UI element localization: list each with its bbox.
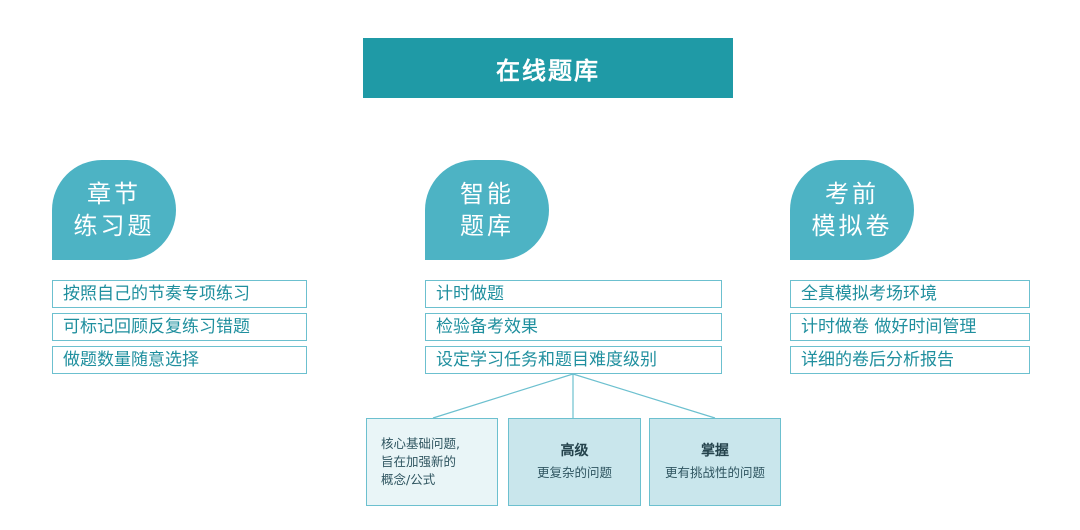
list-item: 可标记回顾反复练习错题 [52,313,307,341]
list-item: 做题数量随意选择 [52,346,307,374]
level-line: 核心基础问题, [381,436,460,451]
list-item: 详细的卷后分析报告 [790,346,1030,374]
connector-line-right [572,373,716,419]
badge-line1: 智能 [460,180,514,208]
page-title: 在线题库 [363,38,733,98]
badge-chapter-practice: 章节 练习题 [52,160,176,260]
connector-line-left [432,373,574,419]
badge-mock-exam: 考前 模拟卷 [790,160,914,260]
list-item: 全真模拟考场环境 [790,280,1030,308]
badge-line1: 章节 [87,180,141,208]
level-heading: 掌握 [701,443,729,459]
badge-line2: 练习题 [73,212,155,240]
level-heading: 高级 [560,443,589,459]
badge-smart-bank: 智能 题库 [425,160,549,260]
list-item: 按照自己的节奏专项练习 [52,280,307,308]
badge-line2: 模拟卷 [811,212,893,240]
level-line: 概念/公式 [381,472,436,487]
level-description: 更有挑战性的问题 [664,465,765,480]
level-box-mastery: 掌握 更有挑战性的问题 [649,418,781,506]
list-item: 计时做题 [425,280,722,308]
badge-line1: 考前 [825,180,879,208]
badge-line2: 题库 [460,212,514,240]
level-description: 更复杂的问题 [536,465,612,480]
level-box-basic: 核心基础问题, 旨在加强新的 概念/公式 [366,418,498,506]
level-line: 旨在加强新的 [381,454,457,469]
list-item: 设定学习任务和题目难度级别 [425,346,722,374]
list-item: 检验备考效果 [425,313,722,341]
list-item: 计时做卷 做好时间管理 [790,313,1030,341]
level-box-advanced: 高级 更复杂的问题 [508,418,641,506]
